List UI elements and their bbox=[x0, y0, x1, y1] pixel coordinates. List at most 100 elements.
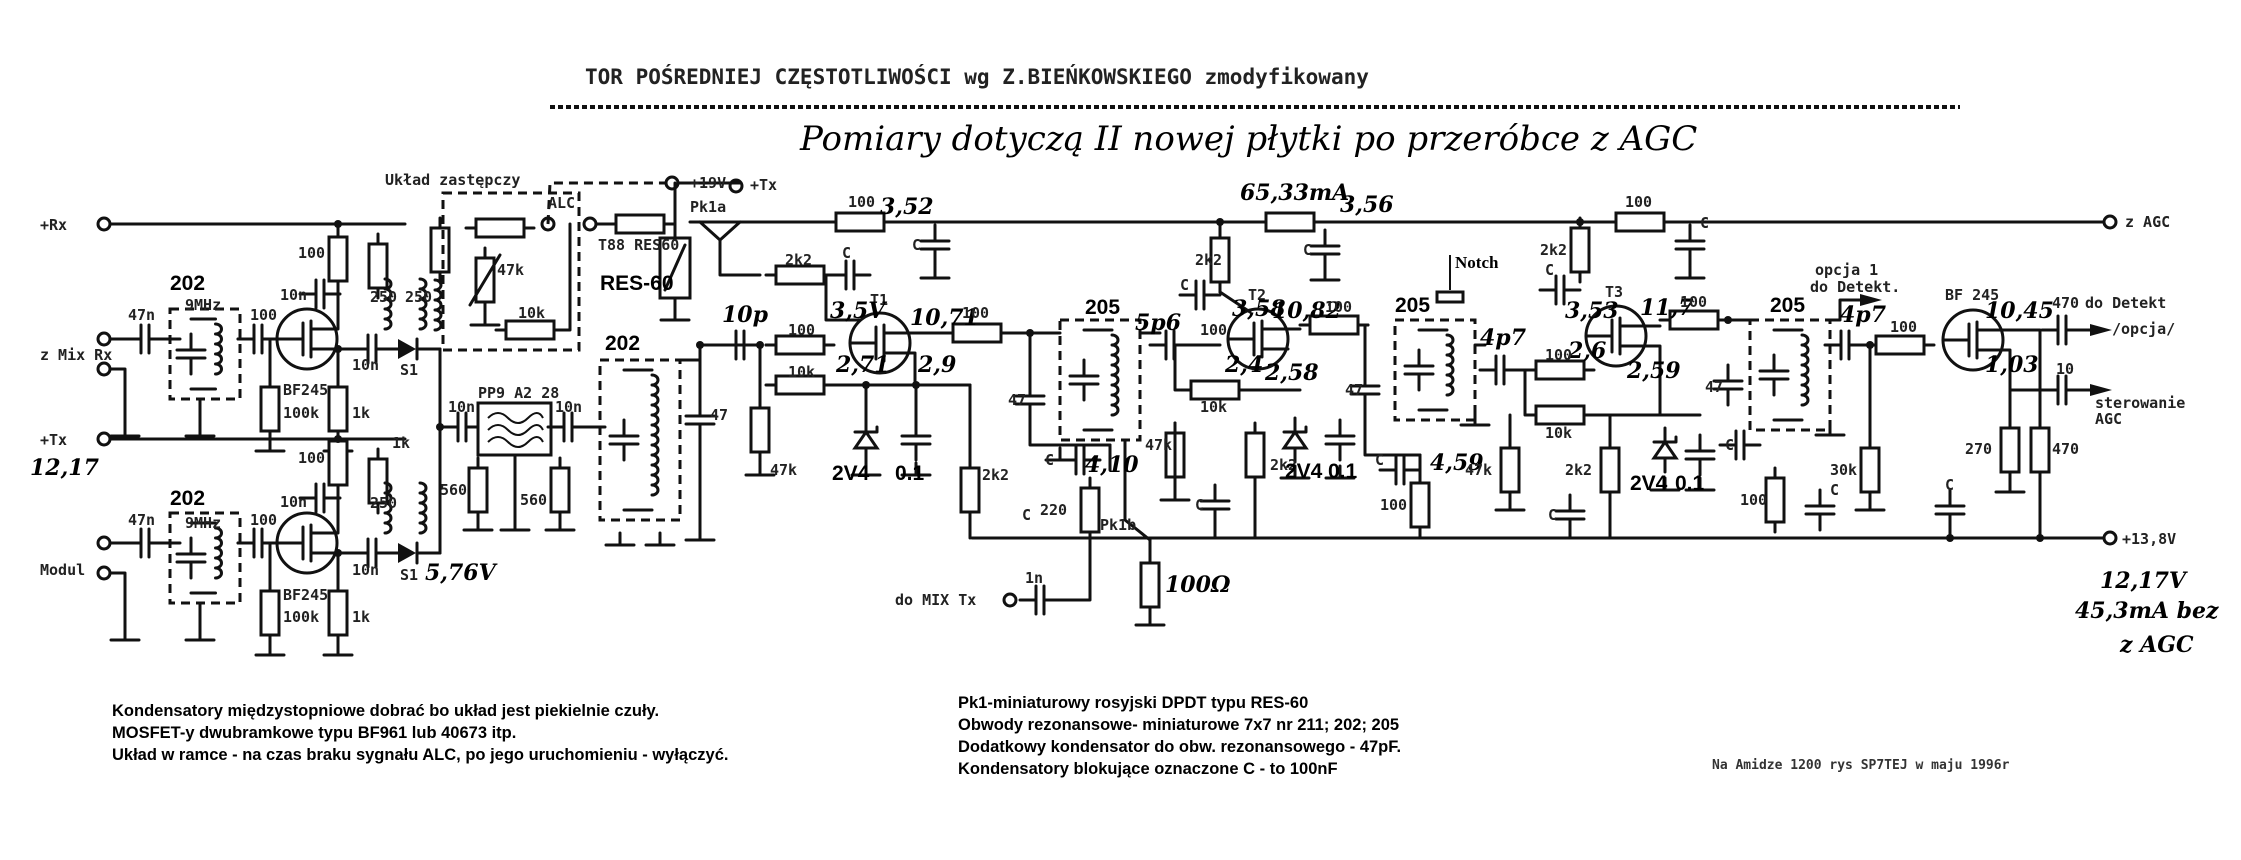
label-t3: T3 bbox=[1605, 283, 1623, 301]
label-c-g: C bbox=[1545, 261, 1554, 279]
label-r2k2-b: 2k2 bbox=[982, 466, 1009, 484]
junction bbox=[334, 220, 342, 228]
resistor bbox=[1308, 314, 1360, 336]
potentiometer-wiper bbox=[468, 253, 502, 307]
schematic-title: TOR POŚREDNIEJ CZĘSTOTLIWOŚCI wg Z.BIEŃK… bbox=[585, 64, 1369, 89]
label-c47n-a: 47n bbox=[128, 306, 155, 324]
label-r2k2-f: 2k2 bbox=[1565, 461, 1592, 479]
label-filter: PP9 A2 28 bbox=[478, 384, 559, 402]
label-c-c: C bbox=[1022, 506, 1031, 524]
label-c1n: 1n bbox=[1025, 569, 1043, 587]
label-v-t2g: 3,58 bbox=[1232, 296, 1286, 322]
label-r47k-a: 47k bbox=[770, 461, 797, 479]
resistor bbox=[959, 466, 981, 514]
zener-diode bbox=[852, 429, 880, 450]
label-r10k-g1: 10k bbox=[788, 363, 815, 381]
resistor bbox=[1614, 211, 1666, 233]
label-r100-d3: 100 bbox=[1680, 293, 1707, 311]
label-c10n-e: 10n bbox=[448, 398, 475, 416]
label-v-t3g: 3,53 bbox=[1565, 298, 1619, 324]
wire bbox=[1363, 323, 1370, 372]
transformer-shield bbox=[1748, 318, 1832, 432]
resistor bbox=[774, 374, 826, 396]
label-c01-2: 0.1 bbox=[1328, 460, 1358, 483]
label-r10k-g2: 10k bbox=[1200, 398, 1227, 416]
terminal bbox=[1002, 592, 1018, 608]
label-c5p: 5p6 bbox=[1135, 310, 1181, 336]
footer-credit: Na Amidze 1200 rys SP7TEJ w maju 1996r bbox=[1712, 758, 2010, 773]
label-v-t1g: 3,5V bbox=[830, 298, 887, 324]
label-r100-d2: 100 bbox=[1325, 298, 1352, 316]
wire bbox=[853, 425, 879, 434]
label-v352: 3,52 bbox=[880, 194, 934, 220]
resistor bbox=[951, 322, 1003, 344]
wire bbox=[2001, 348, 2012, 422]
label-v356: 3,56 bbox=[1340, 192, 1394, 218]
label-r2k2-e: 2k2 bbox=[1540, 241, 1567, 259]
resistor bbox=[504, 319, 556, 341]
label-meas2: 45,3mA bez bbox=[2075, 598, 2219, 624]
resistor bbox=[429, 226, 451, 274]
resistor bbox=[1764, 476, 1786, 524]
label-v-t3s2: 2,59 bbox=[1626, 358, 1681, 384]
wire bbox=[1282, 425, 1308, 434]
junction bbox=[912, 381, 920, 389]
label-l250-a: 250 bbox=[370, 288, 397, 306]
label-r100-top1: 100 bbox=[848, 193, 875, 211]
note-line: MOSFET-y dwubramkowe typu BF961 lub 4067… bbox=[112, 724, 517, 742]
label-c10n-b: 10n bbox=[352, 356, 379, 374]
terminal bbox=[96, 361, 112, 377]
label-res60: RES-60 bbox=[600, 272, 674, 295]
crystal-notch bbox=[1435, 290, 1465, 304]
label-v-t1s: 2,71 bbox=[835, 352, 890, 378]
label-c-d: C bbox=[1180, 276, 1189, 294]
wire bbox=[1863, 343, 1872, 440]
label-opcja1: opcja 1 bbox=[1815, 261, 1878, 279]
label-mhz-a: 9MHz bbox=[185, 296, 221, 314]
label-r1k-c: 1k bbox=[392, 434, 410, 452]
resistor bbox=[259, 385, 281, 433]
junction bbox=[1866, 341, 1874, 349]
label-mhz-b: 9MHz bbox=[185, 514, 221, 532]
label-r100-g3: 100 bbox=[1545, 346, 1572, 364]
filter-wave bbox=[487, 436, 544, 448]
wire bbox=[562, 222, 572, 332]
label-uklad: Układ zastępczy bbox=[385, 171, 520, 189]
label-c-b: C bbox=[1045, 451, 1054, 469]
label-c-k: C bbox=[1945, 476, 1954, 494]
handwritten-subtitle: Pomiary dotyczą II nowej płytki po przer… bbox=[799, 119, 1697, 159]
label-t205b: 205 bbox=[1395, 294, 1430, 317]
coil bbox=[1800, 333, 1810, 407]
transformer-shield bbox=[168, 307, 242, 401]
label-r30k: 30k bbox=[1830, 461, 1857, 479]
label-r10k-g3: 10k bbox=[1545, 424, 1572, 442]
resistor bbox=[774, 264, 826, 286]
wire bbox=[335, 347, 340, 381]
label-v-d4: 10,45 bbox=[1985, 298, 2054, 324]
filter-wave bbox=[487, 412, 544, 424]
label-s1-a: S1 bbox=[400, 361, 418, 379]
label-notch: Notch bbox=[1455, 253, 1499, 272]
label-alc: ALC bbox=[548, 194, 575, 212]
label-t202a: 202 bbox=[170, 272, 205, 295]
note-line: Pk1-miniaturowy rosyjski DPDT typu RES-6… bbox=[958, 694, 1309, 712]
zener-diode bbox=[1651, 439, 1679, 460]
label-c-a: C bbox=[842, 244, 851, 262]
wire bbox=[108, 367, 127, 426]
wire bbox=[663, 243, 687, 292]
coil bbox=[1445, 333, 1455, 397]
label-c01-3: 0.1 bbox=[1675, 472, 1705, 495]
label-sterowanie: sterowanie bbox=[2095, 394, 2185, 412]
label-v-t2d: 10,82 bbox=[1272, 298, 1341, 324]
label-r2k2-a: 2k2 bbox=[785, 251, 812, 269]
wire bbox=[1058, 536, 1092, 602]
diode bbox=[398, 543, 416, 563]
label-c47-c: 47 bbox=[1345, 381, 1363, 399]
label-r100k-a: 100k bbox=[283, 404, 319, 422]
resistor bbox=[327, 385, 349, 433]
label-relay: T88 RES60 bbox=[598, 236, 679, 254]
label-t202b: 202 bbox=[170, 487, 205, 510]
label-c10n-f: 10n bbox=[555, 398, 582, 416]
resistor bbox=[367, 242, 389, 290]
label-agc-out: z AGC bbox=[2125, 213, 2170, 231]
